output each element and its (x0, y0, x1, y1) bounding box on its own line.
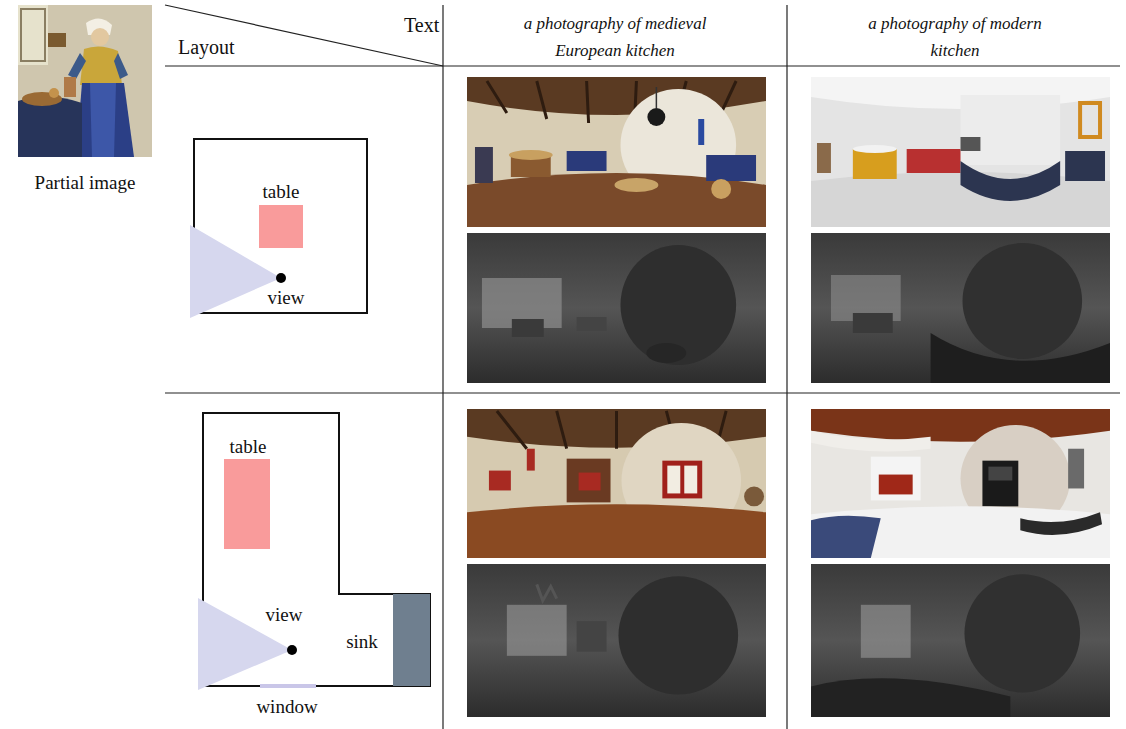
panorama-image (467, 77, 766, 227)
table-area: table (224, 459, 270, 549)
panorama-image (811, 409, 1110, 558)
view-cone: view (190, 225, 286, 318)
depth-map (811, 233, 1110, 383)
panorama-image (467, 409, 766, 558)
column-heading: a photography of medieval European kitch… (505, 10, 725, 64)
figure-label: window (256, 697, 317, 716)
layout-label: table (263, 182, 300, 201)
partial-image (18, 5, 152, 157)
layout-label: sink (346, 632, 378, 651)
depth-map (467, 233, 766, 383)
sink-area: sink (393, 594, 430, 686)
layout-label: view (266, 605, 303, 624)
layout-label: table (230, 437, 267, 456)
figure-label: Partial image (35, 173, 136, 192)
depth-map (811, 564, 1110, 717)
figure-label: Text (404, 15, 439, 35)
viewpoint-dot (287, 645, 297, 655)
layout-label: view (268, 288, 305, 307)
figure-label: Layout (178, 37, 235, 57)
depth-map (467, 564, 766, 717)
viewpoint-dot (276, 273, 286, 283)
table-area: table (259, 205, 303, 248)
view-cone: view (198, 598, 298, 690)
view-cone-fill (190, 225, 281, 318)
panorama-image (811, 77, 1110, 227)
column-heading: a photography of modern kitchen (855, 10, 1055, 64)
